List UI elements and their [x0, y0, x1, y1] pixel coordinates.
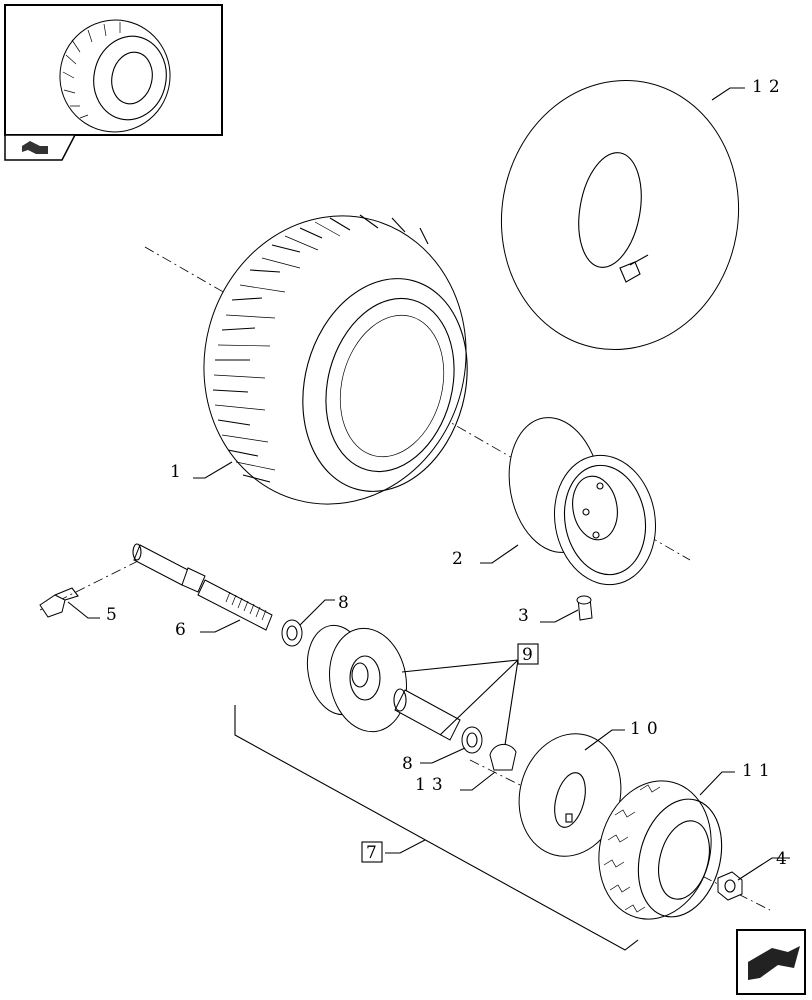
callout-9-box: 9	[517, 643, 539, 665]
hub-flange	[306, 624, 407, 733]
callout-1: 1	[170, 462, 187, 482]
wheel-rim	[508, 417, 657, 586]
clip	[39, 587, 79, 618]
callout-7-box: 7	[361, 841, 383, 863]
callout-6: 6	[175, 620, 192, 640]
back-arrow-icon[interactable]	[4, 134, 77, 161]
next-page-arrow-icon[interactable]	[736, 929, 806, 995]
callout-3: 3	[518, 606, 535, 626]
tire-thumbnail-icon[interactable]	[4, 4, 223, 142]
callout-10: 10	[630, 719, 664, 739]
callout-labels: 1 2 3 4 5 6 7 8 8 9 10 11 12 13	[106, 77, 793, 869]
callout-4: 4	[776, 849, 793, 869]
small-tire	[598, 780, 723, 920]
pin-axis-line	[39, 559, 141, 611]
axle-pin	[132, 543, 273, 631]
nut	[717, 871, 743, 901]
bearing-lower	[461, 726, 483, 754]
callout-2: 2	[452, 549, 469, 569]
callout-7: 7	[366, 843, 383, 863]
callout-13: 13	[415, 775, 449, 795]
large-tire	[203, 214, 468, 505]
inner-tube	[500, 79, 740, 351]
callout-8-upper: 8	[338, 593, 355, 613]
callout-8-lower: 8	[402, 754, 419, 774]
bearing-upper	[281, 619, 303, 647]
dust-cap	[489, 743, 517, 771]
assembly-bracket	[234, 705, 639, 951]
callout-12: 12	[752, 77, 786, 97]
leader-lines	[67, 87, 790, 881]
callout-11: 11	[742, 761, 776, 781]
callout-9: 9	[522, 645, 539, 665]
callout-5: 5	[106, 605, 123, 625]
valve	[576, 595, 593, 621]
spacer-tube	[393, 688, 461, 741]
